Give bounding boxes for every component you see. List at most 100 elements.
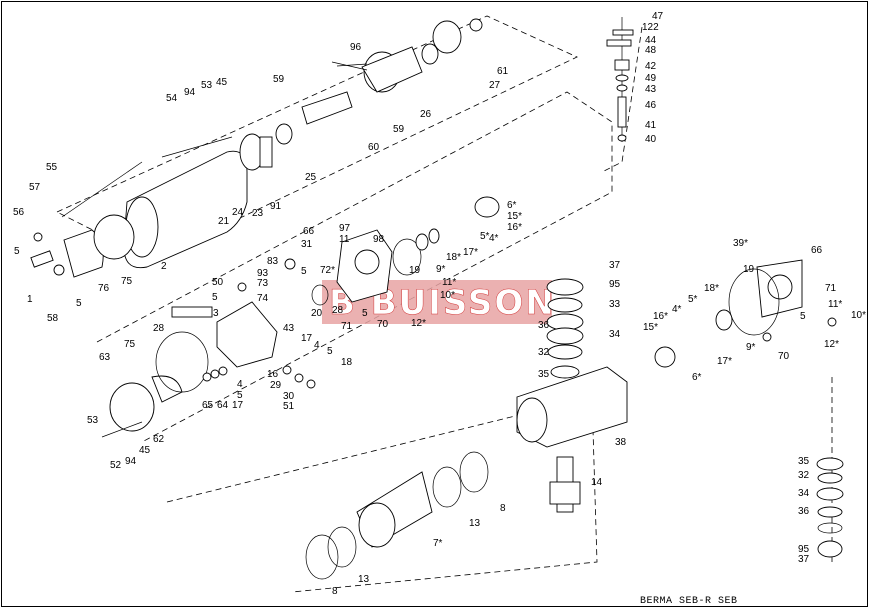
part-label: 15*	[643, 322, 658, 333]
part-label: 11*	[442, 277, 456, 288]
part-label: 10*	[440, 290, 455, 301]
part-label: 5	[800, 311, 806, 322]
part-label: 40	[645, 134, 657, 145]
boundary-middle	[96, 91, 613, 443]
part-label: 34	[798, 488, 810, 499]
part-label: 17*	[717, 356, 732, 367]
part-label: 28	[153, 323, 165, 334]
part-label: 91	[270, 201, 282, 212]
part-label: 9*	[746, 342, 756, 353]
part-label: 23	[252, 208, 264, 219]
part-label: 18*	[446, 252, 461, 263]
boundary-bottom	[166, 396, 598, 593]
part-label: 15*	[507, 211, 522, 222]
part-label: 6*	[507, 200, 517, 211]
part-label: 5	[327, 346, 333, 357]
part-label: 5	[76, 298, 82, 309]
part-label: 33	[609, 299, 621, 310]
part-label: 93	[257, 268, 269, 279]
part-label: 49	[645, 73, 657, 84]
part-label: 1	[27, 294, 33, 305]
part-label: 5	[212, 292, 218, 303]
part-label: 60	[368, 142, 380, 153]
part-label: 36	[798, 506, 810, 517]
part-label: 18	[341, 357, 353, 368]
part-label: 35	[538, 369, 550, 380]
part-label: 14	[591, 477, 603, 488]
part-label: 70	[377, 319, 389, 330]
part-label: 71	[341, 321, 353, 332]
bottom-piston-group	[305, 451, 489, 580]
part-label: 32	[538, 347, 550, 358]
part-label: 55	[46, 162, 58, 173]
part-label: 4	[237, 379, 243, 390]
part-label: 16	[267, 369, 279, 380]
part-label: 19	[409, 265, 421, 276]
part-label: 94	[184, 87, 196, 98]
part-label: 8	[500, 503, 506, 514]
part-label: 66	[303, 226, 315, 237]
right-bearing-stack	[816, 457, 844, 558]
part-label: 21	[218, 216, 230, 227]
part-label: 66	[811, 245, 823, 256]
part-label: 25	[305, 172, 317, 183]
part-label: 31	[301, 239, 313, 250]
part-label: 75	[124, 339, 136, 350]
part-label: 37	[798, 554, 810, 565]
part-label: 17*	[463, 247, 478, 258]
part-label: 4*	[489, 233, 499, 244]
part-label: 5	[14, 246, 20, 257]
part-label: 37	[609, 260, 621, 271]
part-label: 41	[645, 120, 657, 131]
part-label: 96	[350, 42, 362, 53]
part-label: 53	[201, 80, 213, 91]
part-label: 7*	[433, 538, 443, 549]
part-label: 29	[270, 380, 282, 391]
part-label: 11	[339, 234, 350, 245]
boundary-topright	[601, 26, 643, 173]
part-label: 12*	[824, 339, 839, 350]
part-label: 70	[778, 351, 790, 362]
part-label: 19	[743, 264, 755, 275]
center-bearing-stack	[546, 278, 584, 379]
part-label: 17	[301, 333, 313, 344]
part-label: 44	[645, 35, 657, 46]
part-label: 36	[538, 320, 550, 331]
part-label: 9*	[436, 264, 446, 275]
part-label: 30	[283, 391, 295, 402]
part-label: 17	[232, 400, 244, 411]
part-label: 45	[216, 77, 228, 88]
boundary-top	[56, 15, 578, 261]
part-label: 20	[311, 308, 323, 319]
top-right-spindle	[606, 17, 634, 142]
left-end-cap	[30, 214, 135, 278]
part-label: 94	[125, 456, 137, 467]
part-label: 13	[469, 518, 481, 529]
part-label: 10*	[851, 310, 866, 321]
part-label: 38	[615, 437, 627, 448]
part-label: 11*	[828, 299, 842, 310]
part-label: 8	[332, 586, 338, 597]
part-label: 26	[420, 109, 432, 120]
part-label: 76	[98, 283, 110, 294]
part-label: 50	[212, 277, 224, 288]
part-label: 6*	[692, 372, 702, 383]
diagram-caption: BERMA SEB-R SEB	[640, 596, 738, 607]
part-label: 122	[642, 22, 659, 33]
part-label: 62	[153, 434, 165, 445]
part-label: 71	[825, 283, 837, 294]
part-label: 57	[29, 182, 41, 193]
middle-housing	[171, 196, 500, 368]
part-label: 43	[283, 323, 295, 334]
part-label: 34	[609, 329, 621, 340]
part-label: 24	[232, 207, 244, 218]
part-label: 48	[645, 45, 657, 56]
part-label: 13	[358, 574, 370, 585]
part-label: 98	[373, 234, 385, 245]
part-label: 52	[110, 460, 122, 471]
part-label: 65	[202, 400, 214, 411]
part-label: 3	[213, 308, 219, 319]
part-label: 32	[798, 470, 810, 481]
